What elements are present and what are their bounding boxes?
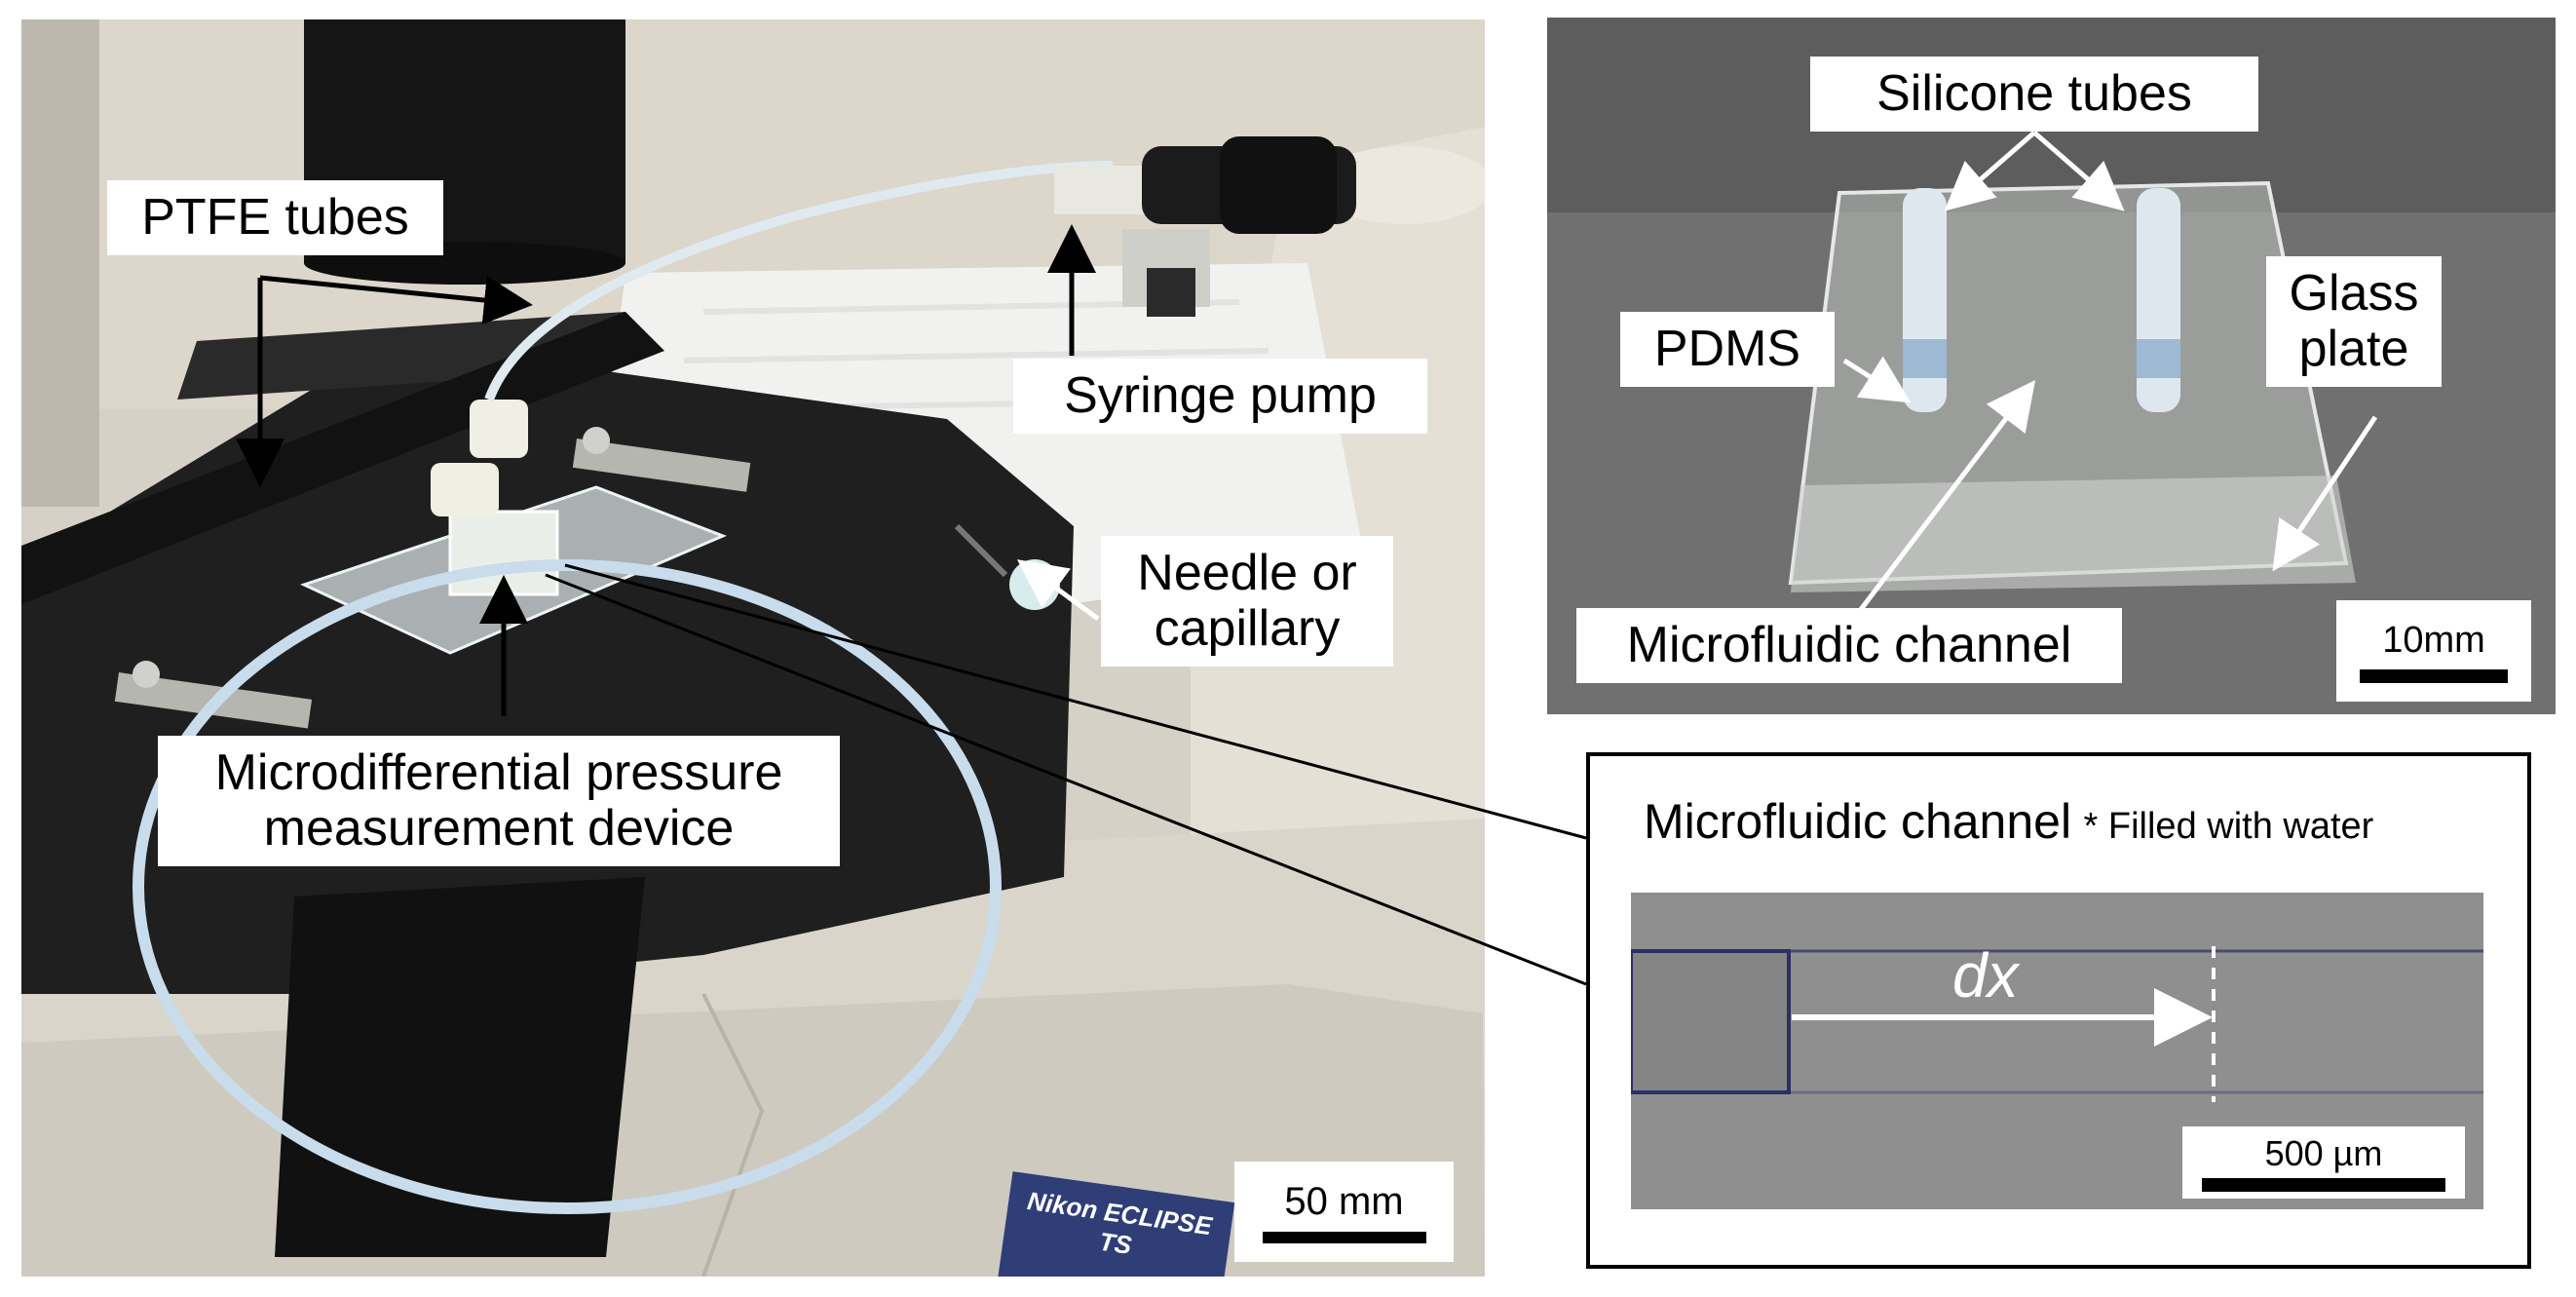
chip-scale-bar: 10mm: [2336, 600, 2531, 702]
label-ptfe-tubes: PTFE tubes: [107, 180, 443, 256]
channel-panel: Microfluidic channel * Filled with water…: [1586, 752, 2531, 1269]
channel-panel-title: Microfluidic channel * Filled with water: [1644, 793, 2373, 850]
dx-label: dx: [1952, 940, 2019, 1011]
channel-title-note: * Filled with water: [2083, 806, 2374, 847]
left-scale-bar-line: [1262, 1232, 1426, 1243]
chip-scale-bar-label: 10mm: [2382, 619, 2485, 661]
channel-title-text: Microfluidic channel: [1644, 794, 2072, 849]
chip-photo: [1547, 18, 2556, 714]
channel-scale-bar-line: [2202, 1178, 2445, 1192]
label-needle-or-capillary: Needle or capillary: [1101, 536, 1393, 668]
channel-micrograph: dx 500 µm: [1629, 893, 2483, 1209]
label-microfluidic-channel-chip: Microfluidic channel: [1576, 608, 2122, 684]
label-silicone-tubes: Silicone tubes: [1810, 57, 2258, 133]
label-device: Microdifferential pressure measurement d…: [158, 736, 840, 867]
chip-photo-panel: Silicone tubes PDMS Glass plate Microflu…: [1547, 18, 2556, 714]
left-scale-bar-label: 50 mm: [1284, 1180, 1404, 1223]
channel-scale-bar: 500 µm: [2182, 1126, 2465, 1199]
label-glass-plate: Glass plate: [2266, 256, 2442, 388]
label-pdms: PDMS: [1620, 312, 1835, 388]
channel-scale-bar-label: 500 µm: [2264, 1133, 2383, 1173]
chip-scale-bar-line: [2360, 668, 2508, 683]
ptfe-arrow-1: [259, 275, 533, 324]
label-syringe-pump: Syringe pump: [1013, 359, 1427, 435]
needle-arrow: [1016, 559, 1100, 622]
setup-photo-panel: Nikon ECLIPSE TS PTFE tubes Syringe pump…: [21, 19, 1485, 1277]
chip-annotation-arrows: [1842, 131, 2378, 614]
left-scale-bar: 50 mm: [1234, 1162, 1454, 1262]
